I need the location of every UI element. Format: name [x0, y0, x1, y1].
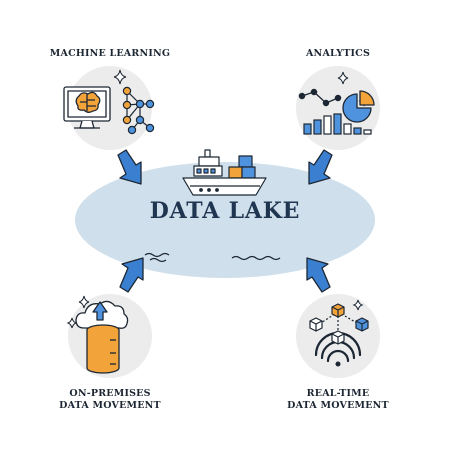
line-chart-icon	[298, 88, 342, 107]
ml-label-line-1: MACHINE LEARNING	[49, 48, 171, 59]
analytics-to-lake-arrow	[308, 149, 333, 185]
realtime-to-lake-arrow	[306, 257, 331, 293]
onprem-label-line-2: DATA MOVEMENT	[59, 400, 161, 411]
water-waves	[144, 252, 281, 263]
node-tree-icon	[122, 86, 155, 135]
lake-ellipse	[75, 162, 375, 278]
connected-cubes-icon	[309, 303, 369, 345]
analytics-label-line-1: ANALYTICS	[305, 48, 370, 59]
onprem-label: ON-PREMISES DATA MOVEMENT	[40, 388, 180, 412]
realtime-label: REAL-TIME DATA MOVEMENT	[268, 388, 408, 412]
diagram-title: DATA LAKE	[149, 198, 301, 224]
ship-icon	[182, 149, 267, 196]
bar-chart-icon	[303, 113, 372, 135]
analytics-label: ANALYTICS	[268, 48, 408, 60]
ml-label: MACHINE LEARNING	[40, 48, 180, 60]
server-stack-icon	[86, 324, 120, 374]
realtime-label-line-1: REAL-TIME	[306, 388, 370, 399]
onprem-to-lake-arrow	[119, 257, 144, 293]
realtime-label-line-2: DATA MOVEMENT	[287, 400, 389, 411]
ml-to-lake-arrow	[117, 149, 142, 185]
sparkle-icons	[66, 69, 370, 329]
pie-chart-icon	[342, 90, 375, 123]
brain-monitor-icon	[63, 86, 111, 129]
cloud-upload-icon	[75, 300, 129, 329]
onprem-label-line-1: ON-PREMISES	[69, 388, 151, 399]
